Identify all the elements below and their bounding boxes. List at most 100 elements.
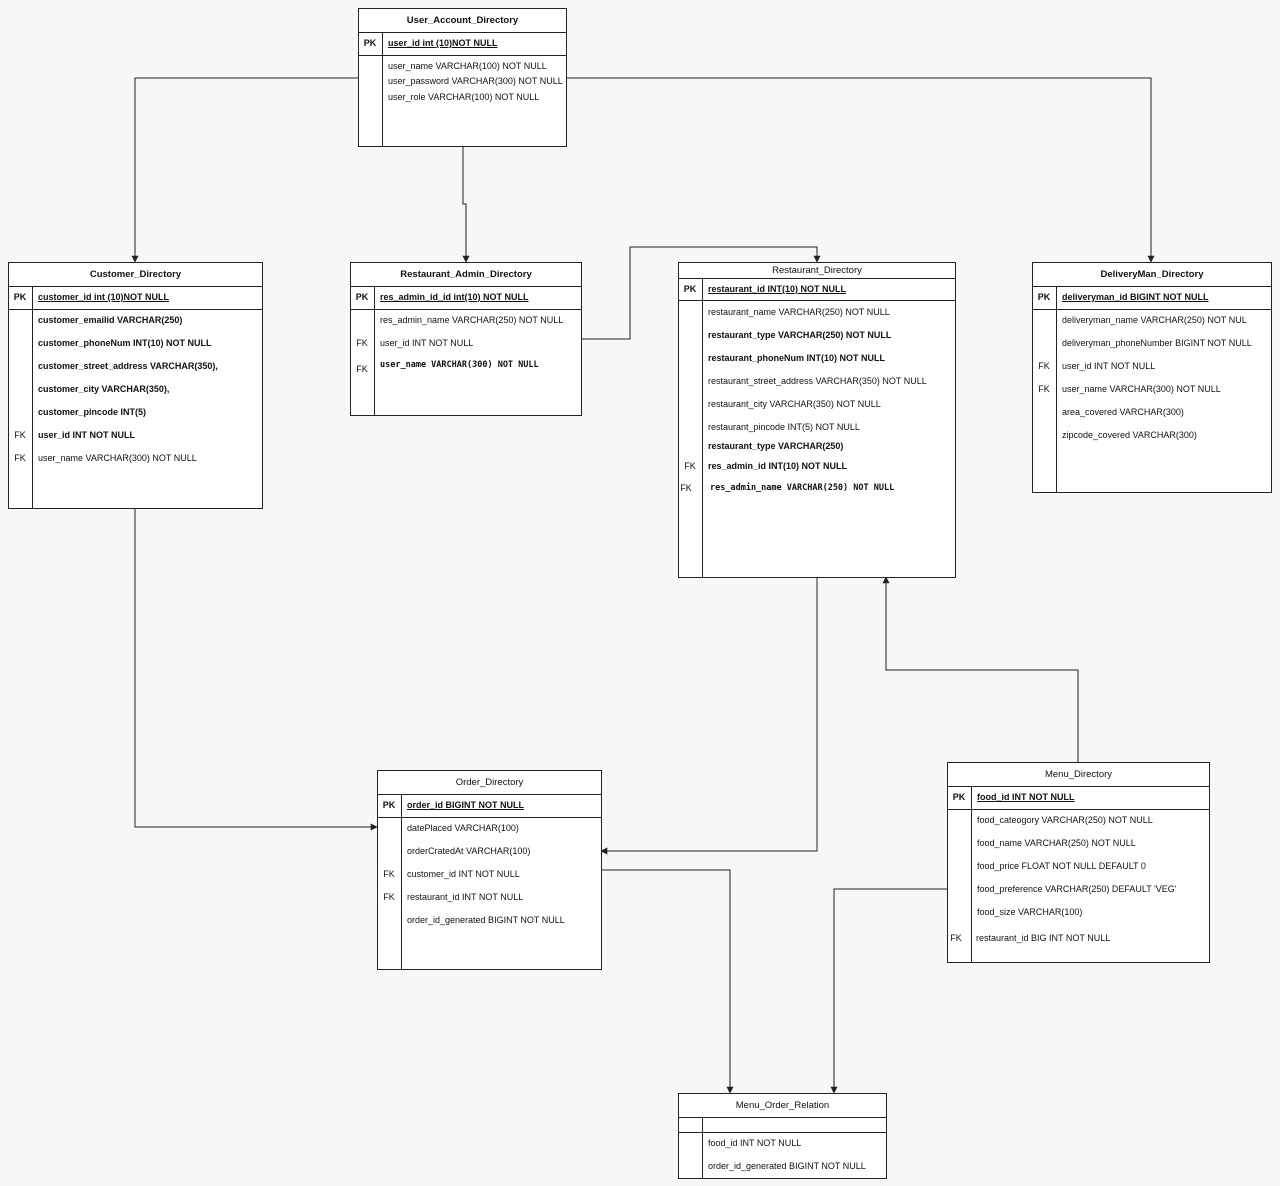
pk-label: PK — [355, 292, 369, 302]
pk-attribute: customer_id int (10)NOT NULL — [38, 292, 170, 302]
attribute: restaurant_id BIG INT NOT NULL — [976, 933, 1111, 943]
connector-order-menuorder — [601, 869, 734, 1094]
attribute: order_id_generated BIGINT NOT NULL — [407, 915, 565, 925]
key-column-divider — [1056, 286, 1057, 492]
fk-label: FK — [684, 461, 696, 471]
entity-deliveryman-directory[interactable]: DeliveryMan_Directory PK deliveryman_id … — [1032, 262, 1272, 493]
entity-title: User_Account_Directory — [359, 9, 566, 33]
key-column-divider — [382, 32, 383, 146]
connector-admin-restaurant — [581, 246, 821, 340]
entity-title: Menu_Directory — [948, 763, 1209, 787]
entity-title: Restaurant_Directory — [679, 263, 955, 279]
entity-order-directory[interactable]: Order_Directory PK order_id BIGINT NOT N… — [377, 770, 602, 970]
pk-label: PK — [952, 792, 966, 802]
connector-user-deliveryman — [566, 77, 1155, 263]
entity-title: Menu_Order_Relation — [679, 1094, 886, 1118]
connector-restaurant-order — [600, 577, 818, 855]
attribute: food_preference VARCHAR(250) DEFAULT 'VE… — [977, 884, 1177, 894]
attribute: user_id INT NOT NULL — [38, 430, 136, 440]
entity-menu-directory[interactable]: Menu_Directory PK food_id INT NOT NULL f… — [947, 762, 1210, 963]
attribute: restaurant_type VARCHAR(250) — [708, 441, 844, 451]
pk-row — [948, 786, 1209, 810]
fk-label: FK — [1038, 361, 1050, 371]
pk-attribute: restaurant_id INT(10) NOT NULL — [708, 284, 847, 294]
key-column-divider — [401, 794, 402, 969]
attribute: user_role VARCHAR(100) NOT NULL — [388, 92, 540, 102]
entity-title: Order_Directory — [378, 771, 601, 795]
pk-label: PK — [13, 292, 27, 302]
attribute: user_id INT NOT NULL — [1062, 361, 1156, 371]
attribute: customer_street_address VARCHAR(350), — [38, 361, 218, 371]
key-column-divider — [374, 286, 375, 415]
attribute: restaurant_street_address VARCHAR(350) N… — [708, 376, 927, 386]
key-column-divider — [702, 1117, 703, 1178]
fk-label: FK — [1038, 384, 1050, 394]
attribute: food_size VARCHAR(100) — [977, 907, 1083, 917]
fk-label: FK — [14, 453, 26, 463]
entity-title: Customer_Directory — [9, 263, 262, 287]
attribute: datePlaced VARCHAR(100) — [407, 823, 519, 833]
entity-title: DeliveryMan_Directory — [1033, 263, 1271, 287]
pk-row — [351, 286, 581, 310]
attribute: customer_id INT NOT NULL — [407, 869, 520, 879]
attribute: user_id INT NOT NULL — [380, 338, 474, 348]
pk-row — [378, 794, 601, 818]
attribute: restaurant_city VARCHAR(350) NOT NULL — [708, 399, 881, 409]
pk-row — [1033, 286, 1271, 310]
attribute: restaurant_pincode INT(5) NOT NULL — [708, 422, 860, 432]
pk-attribute: res_admin_id_id int(10) NOT NULL — [380, 292, 529, 302]
entity-user-account-directory[interactable]: User_Account_Directory PK user_id int (1… — [358, 8, 567, 147]
fk-label: FK — [356, 364, 368, 374]
attribute: customer_city VARCHAR(350), — [38, 384, 170, 394]
attribute: food_name VARCHAR(250) NOT NULL — [977, 838, 1136, 848]
attribute: res_admin_id INT(10) NOT NULL — [708, 461, 848, 471]
attribute: user_name VARCHAR(300) NOT NULL — [1062, 384, 1221, 394]
attribute: customer_pincode INT(5) — [38, 407, 147, 417]
pk-label: PK — [1037, 292, 1051, 302]
attribute: area_covered VARCHAR(300) — [1062, 407, 1184, 417]
attribute: restaurant_phoneNum INT(10) NOT NULL — [708, 353, 886, 363]
entity-title: Restaurant_Admin_Directory — [351, 263, 581, 287]
attribute: customer_emailid VARCHAR(250) — [38, 315, 183, 325]
attribute: user_name VARCHAR(300) NOT NULL — [380, 360, 539, 370]
attribute: deliveryman_name VARCHAR(250) NOT NUL — [1062, 315, 1247, 325]
attribute: deliveryman_phoneNumber BIGINT NOT NULL — [1062, 338, 1252, 348]
pk-attribute: food_id INT NOT NULL — [977, 792, 1075, 802]
fk-label: FK — [950, 933, 962, 943]
connector-menu-restaurant — [882, 576, 1079, 762]
key-column-divider — [32, 286, 33, 508]
attribute: orderCratedAt VARCHAR(100) — [407, 846, 531, 856]
pk-attribute: deliveryman_id BIGINT NOT NULL — [1062, 292, 1209, 302]
pk-row — [359, 32, 566, 56]
pk-attribute: user_id int (10)NOT NULL — [388, 38, 498, 48]
fk-label: FK — [356, 338, 368, 348]
entity-restaurant-admin-directory[interactable]: Restaurant_Admin_Directory PK res_admin_… — [350, 262, 582, 416]
pk-label: PK — [382, 800, 396, 810]
entity-menu-order-relation[interactable]: Menu_Order_Relation food_id INT NOT NULL… — [678, 1093, 887, 1179]
attribute: res_admin_name VARCHAR(250) NOT NULL — [710, 483, 895, 493]
connector-menu-menuorder — [830, 888, 947, 1094]
pk-row — [9, 286, 262, 310]
attribute: res_admin_name VARCHAR(250) NOT NULL — [380, 315, 564, 325]
connector-user-restaurant-admin — [462, 146, 470, 263]
attribute: restaurant_id INT NOT NULL — [407, 892, 524, 902]
key-column-divider — [702, 278, 703, 577]
attribute: food_price FLOAT NOT NULL DEFAULT 0 — [977, 861, 1146, 871]
connector-customer-order — [134, 508, 378, 831]
attribute: user_name VARCHAR(100) NOT NULL — [388, 61, 547, 71]
key-column-divider — [971, 786, 972, 962]
fk-label: FK — [680, 483, 692, 493]
pk-attribute: order_id BIGINT NOT NULL — [407, 800, 524, 810]
entity-customer-directory[interactable]: Customer_Directory PK customer_id int (1… — [8, 262, 263, 509]
attribute: restaurant_type VARCHAR(250) NOT NULL — [708, 330, 892, 340]
attribute: zipcode_covered VARCHAR(300) — [1062, 430, 1197, 440]
connector-user-customer — [131, 77, 358, 263]
attribute: food_cateogory VARCHAR(250) NOT NULL — [977, 815, 1153, 825]
attribute: customer_phoneNum INT(10) NOT NULL — [38, 338, 212, 348]
pk-row — [679, 1117, 886, 1133]
attribute: user_password VARCHAR(300) NOT NULL — [388, 76, 563, 86]
fk-label: FK — [383, 869, 395, 879]
entity-restaurant-directory[interactable]: Restaurant_Directory PK restaurant_id IN… — [678, 262, 956, 578]
attribute: restaurant_name VARCHAR(250) NOT NULL — [708, 307, 890, 317]
